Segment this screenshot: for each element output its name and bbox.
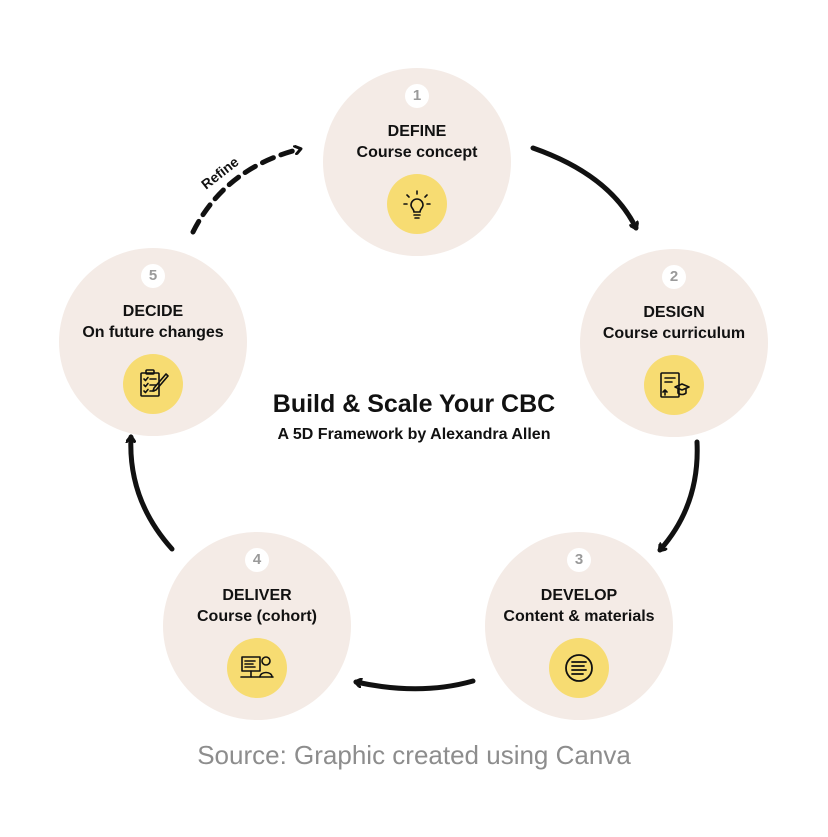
step-deliver: 4 DELIVER Course (cohort) (163, 532, 351, 720)
arrow-refine-dashed (190, 149, 303, 235)
checklist-pen-icon (123, 354, 183, 414)
arrow-develop-to-deliver (353, 681, 476, 692)
step-subtitle: Course curriculum (602, 325, 746, 342)
step-title: DEVELOP (540, 587, 618, 604)
step-title: DELIVER (222, 587, 292, 604)
step-number: 3 (567, 548, 591, 572)
curriculum-icon (644, 355, 704, 415)
arrow-design-to-develop (657, 439, 700, 553)
step-subtitle: On future changes (82, 324, 224, 341)
step-design: 2 DESIGN Course curriculum (580, 249, 768, 437)
teacher-presentation-icon (227, 638, 287, 698)
step-define: 1 DEFINE Course concept (323, 68, 511, 256)
refine-label: Refine (198, 153, 242, 192)
document-list-icon (549, 638, 609, 698)
step-title: DECIDE (122, 303, 184, 320)
framework-subtitle: A 5D Framework by Alexandra Allen (277, 426, 551, 443)
step-develop: 3 DEVELOP Content & materials (485, 532, 673, 720)
step-subtitle: Content & materials (503, 608, 655, 625)
step-subtitle: Course concept (356, 144, 478, 161)
source-caption: Source: Graphic created using Canva (197, 740, 631, 770)
step-number: 5 (141, 264, 165, 288)
step-number: 2 (662, 265, 686, 289)
arrow-define-to-design (530, 145, 636, 231)
framework-title: Build & Scale Your CBC (272, 390, 556, 418)
step-number: 4 (245, 548, 269, 572)
step-subtitle: Course (cohort) (197, 608, 317, 625)
arrow-deliver-to-decide (131, 434, 175, 552)
step-number: 1 (405, 84, 429, 108)
step-title: DESIGN (643, 304, 705, 321)
lightbulb-icon (387, 174, 447, 234)
step-title: DEFINE (387, 123, 447, 140)
step-decide: 5 DECIDE On future changes (59, 248, 247, 436)
